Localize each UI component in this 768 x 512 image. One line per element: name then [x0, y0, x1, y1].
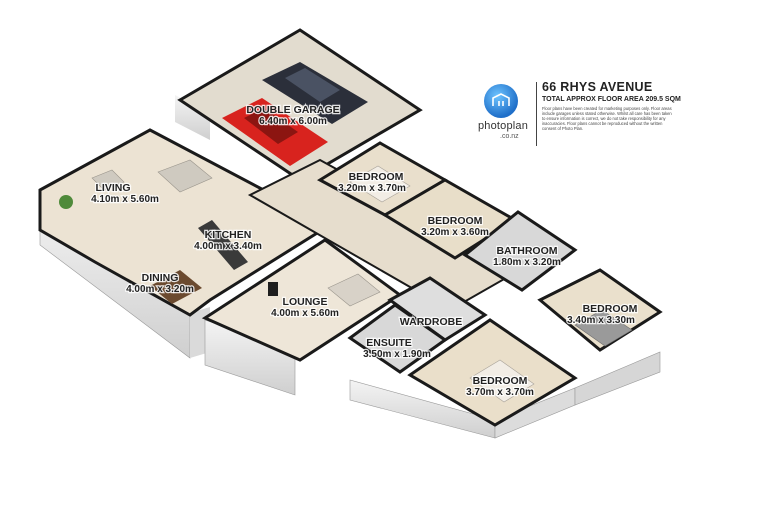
bed-1 [349, 165, 411, 203]
red-car [222, 98, 328, 166]
living-armchair [91, 169, 125, 191]
dark-car [262, 62, 368, 124]
garage-name: DOUBLE GARAGE [246, 104, 339, 116]
plant [59, 195, 73, 209]
garage-size: 6.40m x 6.00m [259, 116, 327, 127]
ensuite-size: 3.50m x 1.90m [363, 349, 431, 360]
logo-circle [484, 84, 518, 118]
bathroom-name: BATHROOM [496, 245, 557, 257]
furniture [59, 62, 633, 403]
wardrobe-name: WARDROBE [400, 316, 462, 328]
ensuite-name: ENSUITE [366, 337, 412, 349]
bedroom-3-name: BEDROOM [583, 303, 638, 315]
room-labels: DOUBLE GARAGE 6.40m x 6.00m LIVING 4.10m… [90, 103, 639, 399]
divider [536, 82, 537, 146]
living-name: LIVING [95, 182, 130, 194]
bed-4 [469, 359, 535, 403]
ensuite-floor [347, 303, 448, 374]
dining-size: 4.00m x 3.20m [126, 284, 194, 295]
bedroom-1-name: BEDROOM [349, 171, 404, 183]
dining-table [150, 270, 202, 304]
living-sofa [157, 159, 213, 193]
disclaimer-text: Floor plans have been created for market… [542, 106, 672, 131]
bathroom-size: 1.80m x 3.20m [493, 257, 561, 268]
bathroom-floor [462, 210, 578, 292]
dining-name: DINING [142, 272, 179, 284]
kitchen-name: KITCHEN [205, 229, 252, 241]
bedroom-2-size: 3.20m x 3.60m [421, 227, 489, 238]
lounge-name: LOUNGE [283, 296, 328, 308]
living-size: 4.10m x 5.60m [91, 194, 159, 205]
lounge-size: 4.00m x 5.60m [271, 308, 339, 319]
total-floor-area: TOTAL APPROX FLOOR AREA 209.5 SQM [542, 96, 681, 103]
kitchen-island [198, 220, 248, 270]
garage-floor [177, 28, 423, 182]
bedroom-4-size: 3.70m x 3.70m [466, 387, 534, 398]
bedroom-4-name: BEDROOM [473, 375, 528, 387]
tv [268, 282, 278, 296]
bed-3 [574, 309, 633, 347]
bedroom-2-name: BEDROOM [428, 215, 483, 227]
floors [38, 28, 663, 427]
bedroom-1-size: 3.20m x 3.70m [338, 183, 406, 194]
property-address: 66 RHYS AVENUE [542, 80, 653, 94]
kitchen-size: 4.00m x 3.40m [194, 241, 262, 252]
property-info-block: photoplan .co.nz 66 RHYS AVENUE TOTAL AP… [472, 80, 681, 150]
photoplan-logo: photoplan .co.nz [472, 80, 532, 150]
brand-domain: .co.nz [500, 133, 519, 140]
bedroom-3-size: 3.40m x 3.30m [567, 315, 635, 326]
house-outline-icon [492, 93, 510, 106]
brand-name: photoplan [477, 120, 529, 132]
lounge-sofa [327, 273, 381, 307]
